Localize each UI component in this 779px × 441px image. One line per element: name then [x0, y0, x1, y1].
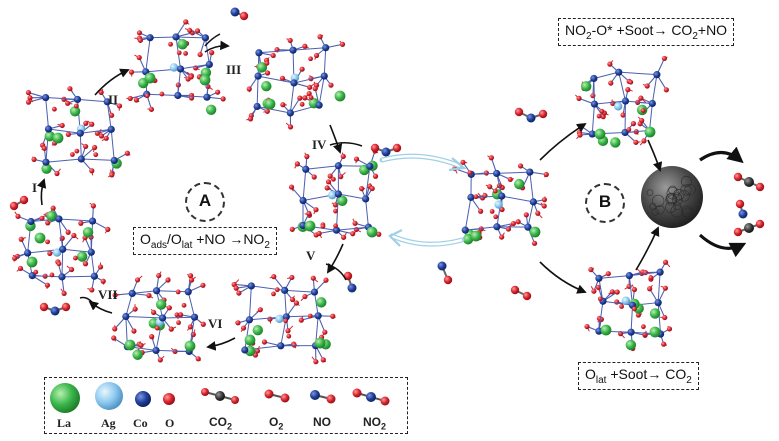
- legend-label-co: Co: [133, 416, 148, 430]
- arrow-to-soot-top: [647, 139, 663, 172]
- arrow-step-2: [94, 68, 130, 96]
- legend-label-ag: Ag: [101, 416, 116, 430]
- soot-texture: [680, 175, 692, 188]
- no-molecule-out-b: [735, 199, 748, 219]
- no-molecule-in-5: [343, 271, 357, 293]
- crystal-a-2: [25, 86, 131, 178]
- co2-molecule-out-1: [733, 172, 765, 192]
- no2-molecule-in-b: [514, 107, 548, 123]
- cycle-b-label: B: [585, 183, 625, 223]
- step-label-6: VI: [208, 316, 223, 331]
- co-atom-icon: [135, 391, 151, 407]
- no2-molecule-out-4: [370, 143, 402, 157]
- hook-step-5: [325, 263, 347, 281]
- arrow-b-upper: [539, 122, 587, 161]
- soot-texture: [671, 194, 683, 205]
- arrow-to-soot-bottom: [635, 226, 660, 271]
- double-arrow-left-head: [388, 229, 403, 247]
- step-label-1: I: [32, 180, 38, 195]
- hook-step-4: [329, 142, 363, 147]
- double-arrow-right-head: [448, 157, 467, 172]
- legend-label-no2: NO2: [363, 415, 387, 432]
- o2-molecule-icon: [264, 389, 290, 403]
- soot-texture: [651, 194, 665, 208]
- arrow-step-4: [329, 124, 343, 154]
- soot-texture: [670, 204, 684, 218]
- soot-texture: [678, 190, 690, 202]
- cycle-a-equation: Oads/Olat +NO →NO2: [133, 227, 277, 255]
- legend-label-co2: CO2: [209, 415, 233, 432]
- soot-texture: [684, 184, 696, 196]
- cycle-b-equation-bottom: Olat +Soot→ CO2: [578, 362, 699, 390]
- soot-texture: [651, 208, 659, 216]
- soot-texture: [665, 192, 677, 204]
- o2-molecule-in-1: [9, 195, 29, 211]
- crystal-b-bottom: [584, 259, 673, 352]
- legend-label-no: NO: [313, 415, 331, 429]
- arrow-soot-out-lower: [698, 233, 747, 258]
- co2-molecule-out-2: [733, 219, 765, 237]
- crystal-a-6: [231, 274, 336, 365]
- legend-label-o: O: [165, 416, 175, 430]
- crystal-center: [452, 155, 549, 246]
- cycle-b-equation-top: NO2-O* +Soot→ CO2+NO: [558, 18, 735, 46]
- crystal-a-5: [288, 148, 382, 240]
- no2-molecule-out-7: [39, 302, 71, 316]
- double-arrow-left-inner: [391, 234, 463, 246]
- no-molecule-icon: [310, 390, 336, 404]
- legend: La Ag Co O CO2 O2 NO NO2: [44, 377, 408, 434]
- hook-step-7: [79, 296, 93, 303]
- double-arrow-right-inner: [381, 154, 461, 168]
- crystal-a-1: [12, 202, 111, 296]
- soot-texture: [655, 205, 665, 215]
- arrow-step-1: [37, 178, 47, 206]
- soot-texture: [680, 184, 692, 196]
- arrow-step-3: [204, 40, 230, 53]
- no2-molecule-icon: [352, 388, 390, 406]
- arrow-soot-out-upper: [699, 146, 744, 164]
- arrow-b-lower: [539, 261, 587, 294]
- hook-step-3: [204, 33, 221, 47]
- soot-texture: [665, 202, 676, 214]
- arrow-step-6: [206, 337, 236, 351]
- crystal-a-7: [111, 271, 206, 363]
- o2-molecule-in-b: [510, 285, 532, 301]
- legend-label-la: La: [57, 416, 72, 430]
- soot-texture: [668, 185, 677, 195]
- cycle-a-label: A: [185, 182, 225, 222]
- soot-particle: [641, 166, 703, 228]
- o-atom-icon: [163, 393, 175, 405]
- la-atom-icon: [50, 383, 80, 413]
- crystal-b-top: [575, 55, 669, 148]
- no-molecule-out-center: [437, 261, 453, 285]
- step-label-5: V: [306, 248, 316, 263]
- step-label-3: III: [226, 62, 242, 77]
- soot-texture: [646, 189, 654, 197]
- step-label-7: VII: [98, 287, 118, 302]
- co2-molecule-icon: [201, 388, 239, 404]
- ag-atom-icon: [95, 382, 123, 410]
- legend-label-o2: O2: [269, 415, 284, 432]
- no-molecule-in-3: [230, 7, 249, 21]
- crystal-a-3: [126, 19, 226, 115]
- step-label-2: II: [108, 92, 119, 107]
- arrow-step-5: [326, 243, 344, 274]
- arrow-step-7: [88, 300, 113, 314]
- crystal-a-4: [246, 34, 346, 130]
- step-label-4: IV: [312, 137, 327, 152]
- legend-icons: [50, 382, 390, 413]
